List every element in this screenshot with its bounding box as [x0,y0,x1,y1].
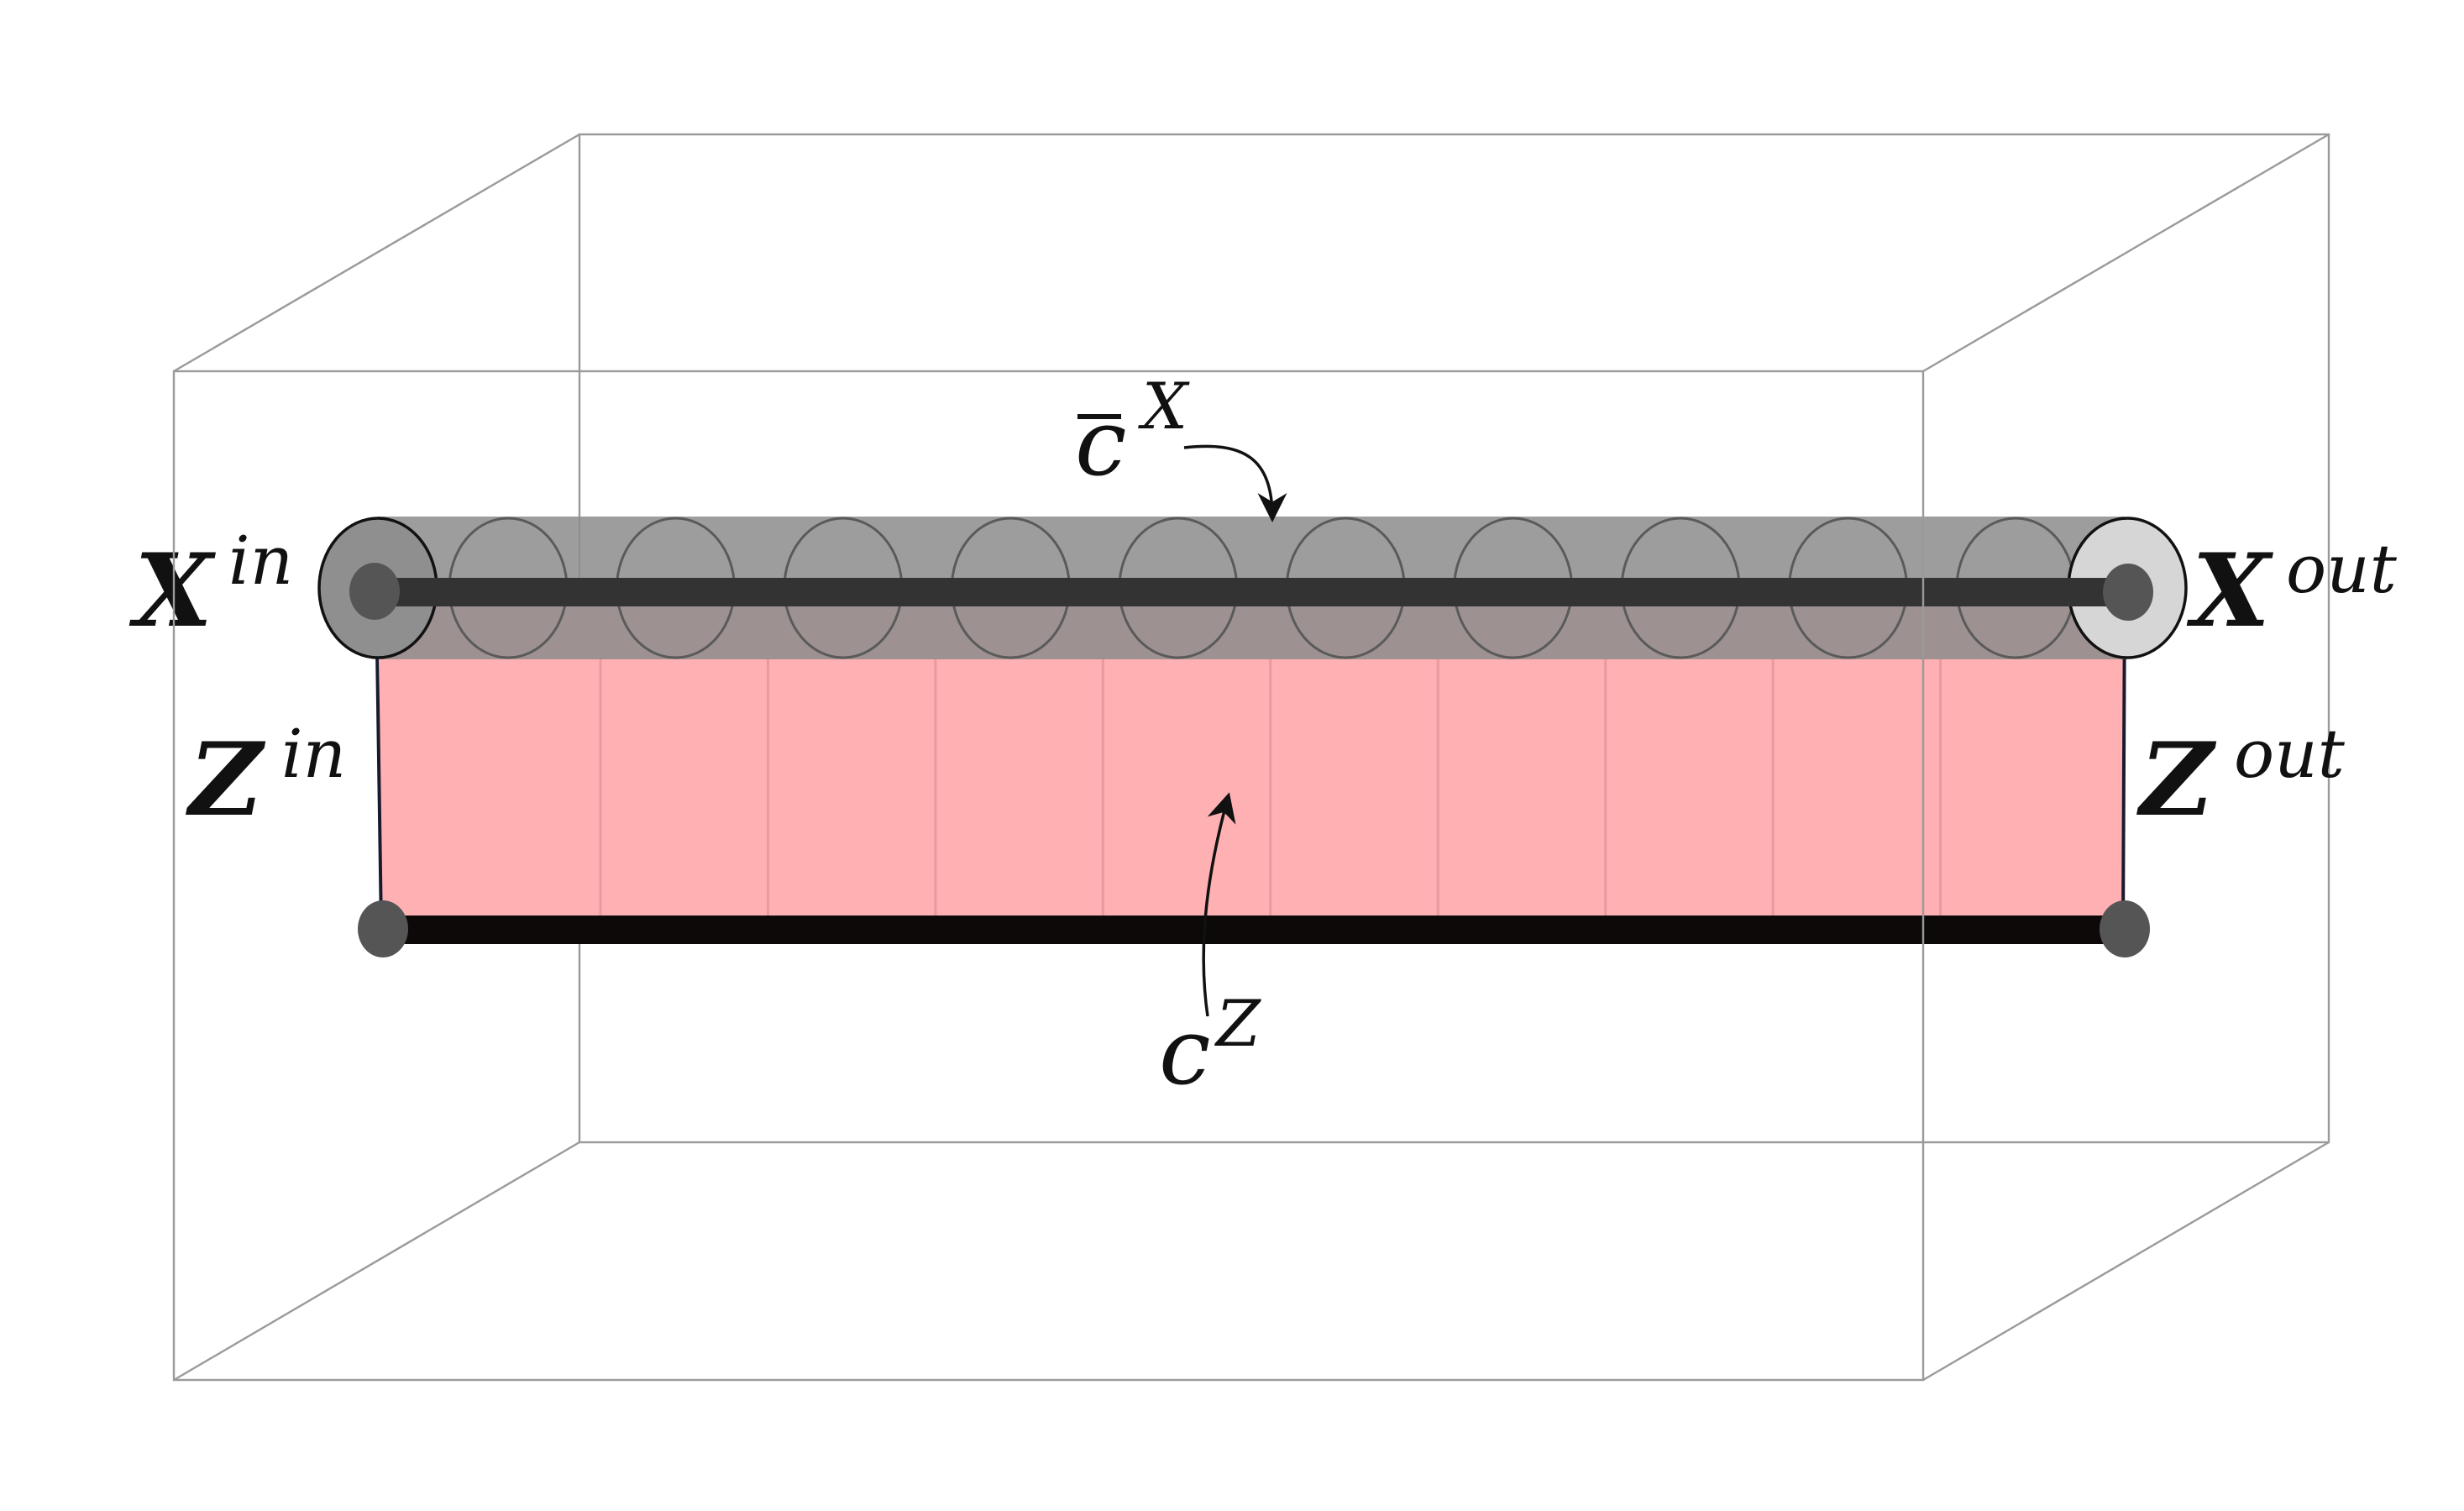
node-top-left [349,563,400,620]
label-c-z: c Z [1159,986,1261,1105]
node-bottom-left [358,900,408,957]
box-edge-top-left [173,133,580,373]
label-z-out-sup: out [2234,715,2346,793]
label-z-in-base: Z [186,721,266,839]
label-c-z-sup: Z [1214,986,1261,1061]
label-c-bar-x-sup: X [1138,369,1190,443]
membrane-folds [599,659,1942,916]
label-x-in: X in [128,522,293,650]
node-top-right [2103,564,2153,621]
label-x-in-sup: in [228,522,293,600]
label-x-out-base: X [2186,532,2273,650]
box-edge-bottom-right [1922,1141,2330,1382]
label-c-bar-x-base: c [1075,389,1127,496]
box-edge-top-right [1922,133,2330,373]
label-x-in-base: X [128,532,216,650]
label-z-out-base: Z [2136,721,2217,839]
label-z-out: Z out [2136,715,2346,839]
node-bottom-right [2100,900,2150,957]
label-z-in-sup: in [281,715,346,793]
arrow-c-z [1202,792,1236,1017]
box-front-face [172,370,1925,1382]
label-z-in: Z in [186,715,346,839]
label-c-bar-x: c X [1075,369,1190,496]
arrow-c-bar-x [1183,444,1287,522]
label-x-out-sup: out [2286,530,2398,608]
label-c-z-base: c [1159,998,1211,1105]
box-edge-bottom-left [173,1141,580,1382]
label-x-out: X out [2186,530,2398,650]
